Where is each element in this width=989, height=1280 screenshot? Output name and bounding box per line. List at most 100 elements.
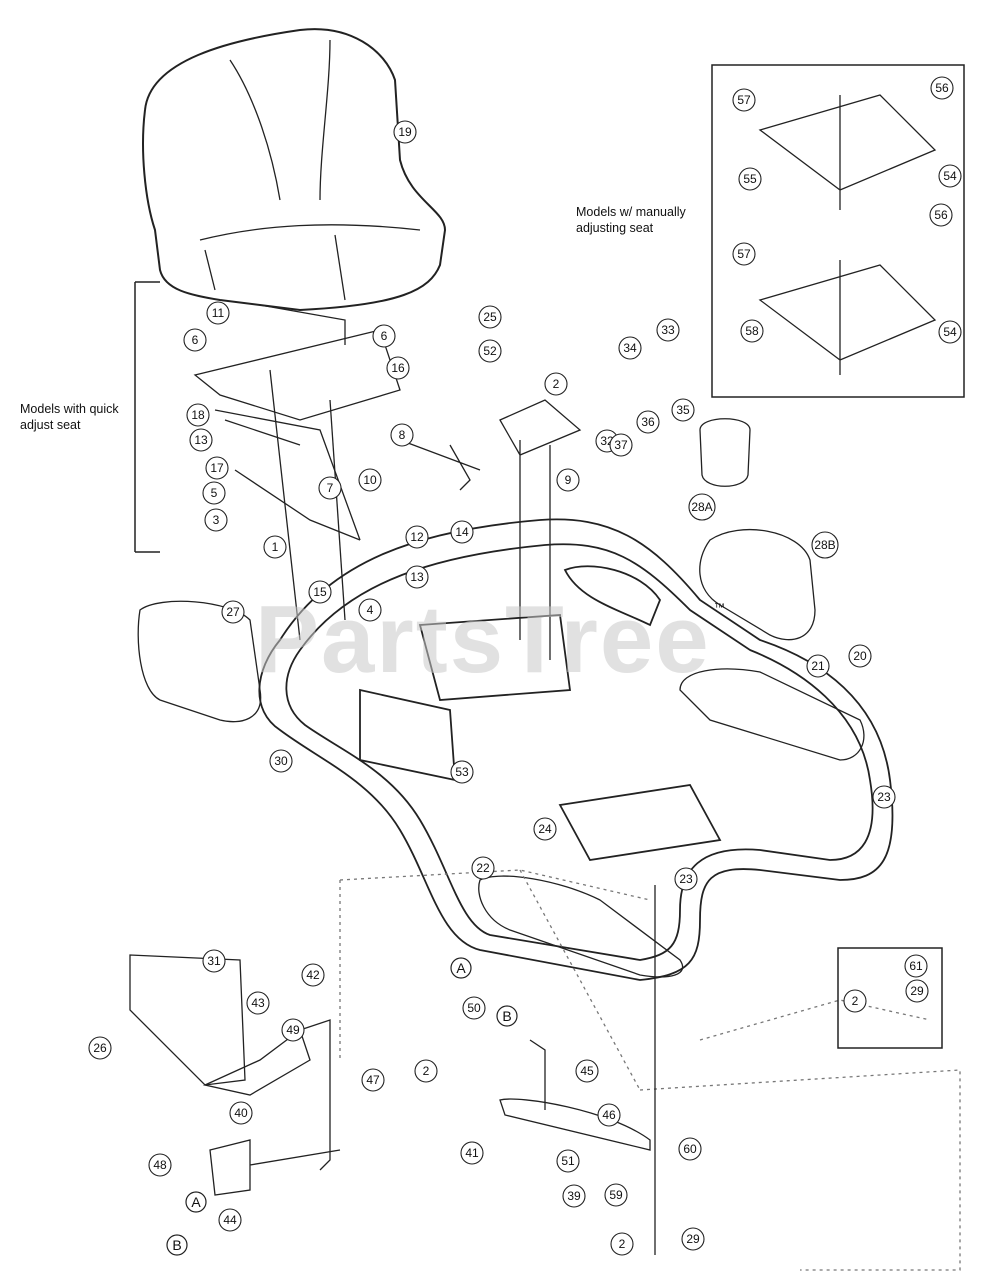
callout-circle	[88, 1036, 112, 1060]
callout-label: 58	[745, 324, 759, 338]
callout-c10: 10	[358, 468, 382, 492]
link-bar	[499, 1098, 651, 1151]
callout-label: 15	[313, 585, 327, 599]
inset-hardware	[837, 947, 943, 1049]
callout-label: 61	[909, 959, 923, 973]
callout-circle	[358, 468, 382, 492]
callout-circle	[872, 785, 896, 809]
callout-circle	[938, 164, 962, 188]
callout-circle	[806, 654, 830, 678]
callout-circle	[218, 1208, 242, 1232]
callout-circle	[221, 600, 245, 624]
callout-label: 8	[399, 428, 406, 442]
callout-c8: 8	[390, 423, 414, 447]
callout-circle	[405, 525, 429, 549]
inset-manual-seat	[711, 64, 965, 398]
callout-label: 16	[391, 361, 405, 375]
callout-label: 41	[465, 1146, 479, 1160]
callout-label: 55	[743, 172, 757, 186]
callout-label: 37	[614, 438, 628, 452]
callout-c20: 20	[848, 644, 872, 668]
callout-c21: 21	[806, 654, 830, 678]
callout-label: 18	[191, 408, 205, 422]
callout-circle	[189, 428, 213, 452]
callout-circle	[361, 1068, 385, 1092]
callout-circle	[609, 433, 633, 457]
cup-holder	[699, 418, 751, 487]
callout-c23b: 23	[674, 867, 698, 891]
callout-circle	[738, 167, 762, 191]
callout-c46: 46	[597, 1103, 621, 1127]
callout-c57b: 57	[732, 242, 756, 266]
callout-label: 46	[602, 1108, 616, 1122]
callout-label: 52	[483, 344, 497, 358]
callout-label: 24	[538, 822, 552, 836]
footrest-left	[478, 875, 684, 978]
callout-circle	[533, 817, 557, 841]
callout-circle	[610, 1232, 634, 1256]
callout-label: 36	[641, 415, 655, 429]
callout-c27: 27	[221, 600, 245, 624]
ref-marker-A2: A	[185, 1191, 207, 1213]
spring-assembly	[399, 439, 481, 491]
callout-label: 47	[366, 1073, 380, 1087]
callout-circle	[905, 979, 929, 1003]
callout-label: 40	[234, 1106, 248, 1120]
callout-label: 2	[619, 1237, 626, 1251]
ref-label: A	[456, 960, 466, 976]
callout-c9: 9	[556, 468, 580, 492]
callout-label: 4	[367, 603, 374, 617]
ref-label: A	[191, 1194, 201, 1210]
inset-plates	[758, 94, 937, 375]
callout-c45: 45	[575, 1059, 599, 1083]
callout-circle	[358, 598, 382, 622]
callout-label: 5	[211, 486, 218, 500]
callout-c43: 43	[246, 991, 270, 1015]
callout-label: 42	[306, 968, 320, 982]
callout-circle	[269, 749, 293, 773]
callout-label: 14	[455, 525, 469, 539]
callout-c44: 44	[218, 1208, 242, 1232]
callout-c19: 19	[393, 120, 417, 144]
callout-c14: 14	[450, 520, 474, 544]
callout-label: 49	[286, 1023, 300, 1037]
callout-circle	[263, 535, 287, 559]
callout-circle	[575, 1059, 599, 1083]
note-manual-adjust: Models w/ manually adjusting seat	[576, 205, 686, 235]
callout-circle	[405, 565, 429, 589]
ref-marker-A1: A	[450, 957, 472, 979]
callout-label: 60	[683, 1142, 697, 1156]
callout-circle	[246, 991, 270, 1015]
callout-c53: 53	[450, 760, 474, 784]
callout-circle	[229, 1101, 253, 1125]
callout-c39: 39	[562, 1184, 586, 1208]
callout-label: 12	[410, 530, 424, 544]
callout-circle	[681, 1227, 705, 1251]
callout-circle	[183, 328, 207, 352]
lever-rod	[202, 1019, 331, 1171]
callout-label: 13	[410, 570, 424, 584]
quick-adjust-bracket	[134, 281, 160, 553]
side-panel-left	[137, 600, 262, 723]
callout-label: 59	[609, 1188, 623, 1202]
callout-c22: 22	[471, 856, 495, 880]
ref-circle	[450, 957, 472, 979]
shift-plate	[129, 954, 246, 1086]
callout-c50: 50	[462, 996, 486, 1020]
pedal-bracket	[209, 1139, 341, 1196]
callout-circle	[843, 989, 867, 1013]
callout-c26: 26	[88, 1036, 112, 1060]
callout-c2b: 2	[414, 1059, 438, 1083]
callout-circle	[636, 410, 660, 434]
callout-c15: 15	[308, 580, 332, 604]
callout-circle	[202, 949, 226, 973]
callout-c7: 7	[318, 476, 342, 500]
ref-circle	[185, 1191, 207, 1213]
note-quick-adjust: Models with quick adjust seat	[20, 402, 119, 432]
callout-label: 30	[274, 754, 288, 768]
callout-c13a: 13	[189, 428, 213, 452]
callout-circle	[318, 476, 342, 500]
ref-circle	[166, 1234, 188, 1256]
ref-marker-B1: B	[496, 1005, 518, 1027]
